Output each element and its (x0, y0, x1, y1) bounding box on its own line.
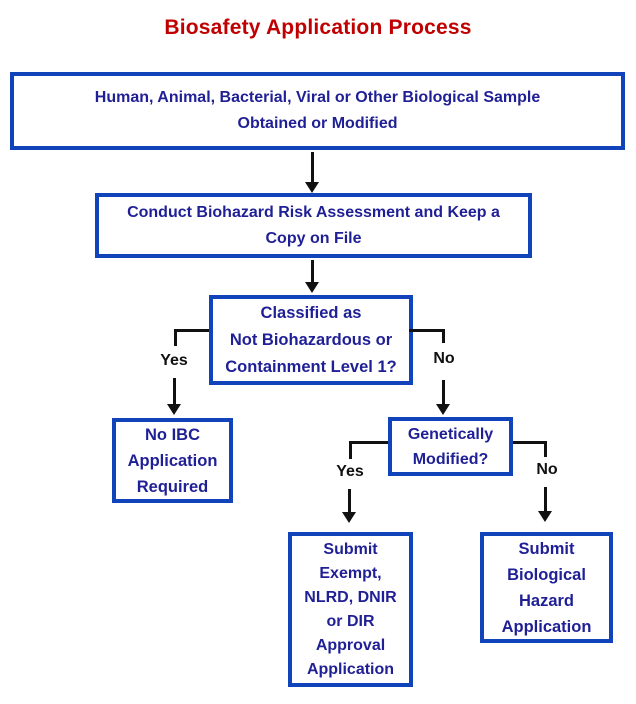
node-text-line: Application (501, 617, 592, 636)
node-text-line: Approval (315, 636, 386, 654)
node-text-line: Modified? (412, 450, 489, 468)
node-classified-decision: Classified as Not Biohazardous or Contai… (209, 295, 413, 385)
connector-line (174, 329, 209, 332)
node-text-line: Human, Animal, Bacterial, Viral or Other… (94, 89, 541, 106)
node-text-line: Containment Level 1? (225, 357, 397, 376)
node-submit-biological-hazard-application: Submit Biological Hazard Application (480, 532, 613, 643)
connector-line (513, 441, 547, 444)
connector-line (174, 329, 177, 346)
node-text-line: Exempt, (319, 564, 382, 582)
node-text-line: Conduct Biohazard Risk Assessment and Ke… (127, 203, 500, 221)
connector-line (173, 378, 176, 406)
node-text-line: Submit (518, 539, 575, 558)
node-text-line: NLRD, DNIR (304, 588, 397, 606)
arrow-down-icon (305, 282, 319, 293)
node-submit-exempt-application: Submit Exempt, NLRD, DNIR or DIR Approva… (288, 532, 413, 687)
node-text-line: Application (306, 660, 395, 678)
branch-label-yes: Yes (336, 463, 364, 480)
page-title: Biosafety Application Process (164, 16, 472, 39)
connector-line (348, 489, 351, 514)
node-text-line: Hazard (518, 591, 575, 610)
arrow-down-icon (436, 404, 450, 415)
node-text-line: Not Biohazardous or (229, 330, 393, 349)
node-biological-sample: Human, Animal, Bacterial, Viral or Other… (10, 72, 625, 150)
branch-label-no: No (433, 350, 455, 367)
connector-line (442, 329, 445, 343)
connector-line (311, 260, 314, 283)
arrow-down-icon (538, 511, 552, 522)
node-text-line: Classified as (260, 303, 362, 322)
branch-label-yes: Yes (160, 352, 188, 369)
connector-line (442, 380, 445, 406)
connector-line (349, 441, 352, 459)
connector-line (349, 441, 388, 444)
node-text-line: Submit (323, 540, 378, 558)
node-text-line: Biological (507, 565, 586, 584)
node-text-line: No IBC (145, 425, 200, 444)
arrow-down-icon (305, 182, 319, 193)
arrow-down-icon (342, 512, 356, 523)
arrow-down-icon (167, 404, 181, 415)
node-text-line: Required (136, 477, 209, 496)
connector-line (409, 329, 445, 332)
node-risk-assessment: Conduct Biohazard Risk Assessment and Ke… (95, 193, 532, 258)
node-no-ibc-application: No IBC Application Required (112, 418, 233, 503)
connector-line (311, 152, 314, 184)
branch-label-no: No (536, 461, 558, 478)
node-text-line: Copy on File (265, 229, 362, 247)
node-genetically-modified-decision: Genetically Modified? (388, 417, 513, 476)
node-text-line: Obtained or Modified (237, 115, 398, 132)
node-text-line: Genetically (407, 425, 494, 443)
node-text-line: Application (127, 451, 218, 470)
connector-line (544, 487, 547, 513)
node-text-line: or DIR (326, 612, 375, 630)
connector-line (544, 441, 547, 457)
